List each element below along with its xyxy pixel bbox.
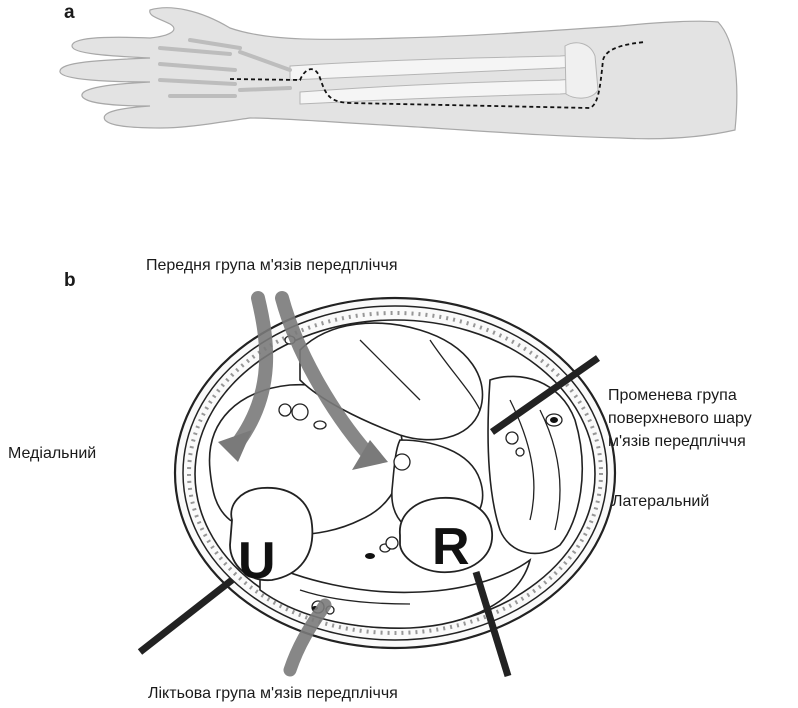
anterior-group-label: Передня група м'язів передпліччя	[146, 256, 397, 276]
ulnar-leader	[140, 580, 232, 652]
ulna-letter: U	[238, 532, 276, 590]
medial-label: Медіальний	[8, 444, 96, 464]
radius-letter: R	[432, 518, 470, 576]
lateral-label: Латеральний	[612, 492, 709, 512]
dark-vessel-2	[365, 553, 375, 559]
radial-group-label-line2: поверхневого шару	[608, 409, 752, 429]
radial-group-label-line3: м'язів передпліччя	[608, 432, 746, 452]
dark-vessel-1	[550, 417, 558, 423]
ulnar-group-label: Ліктьова група м'язів передпліччя	[148, 684, 398, 704]
radial-group-label-line1: Променева група	[608, 386, 737, 406]
